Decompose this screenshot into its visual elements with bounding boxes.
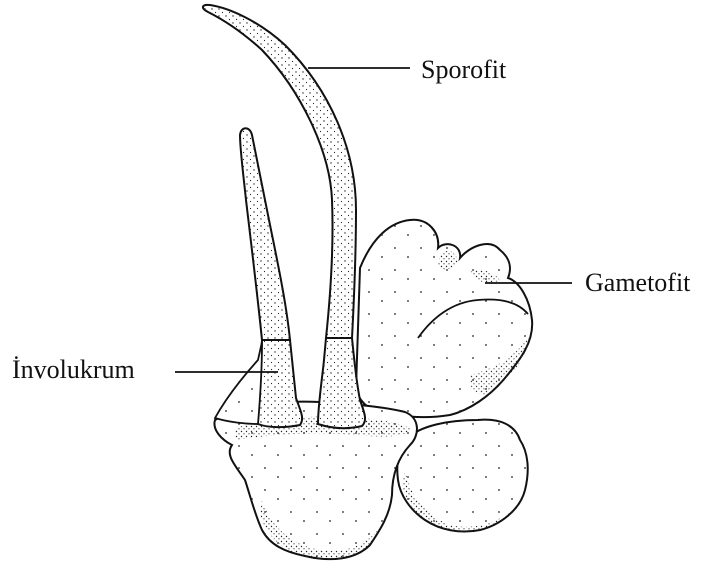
thallus-upper-lobe-stipple bbox=[356, 220, 532, 417]
label-involucre: İnvolukrum bbox=[12, 357, 135, 383]
label-sporophyte: Sporofit bbox=[421, 57, 506, 83]
label-gametophyte: Gametofit bbox=[585, 270, 690, 296]
sporophyte-short-stipple bbox=[240, 128, 290, 340]
